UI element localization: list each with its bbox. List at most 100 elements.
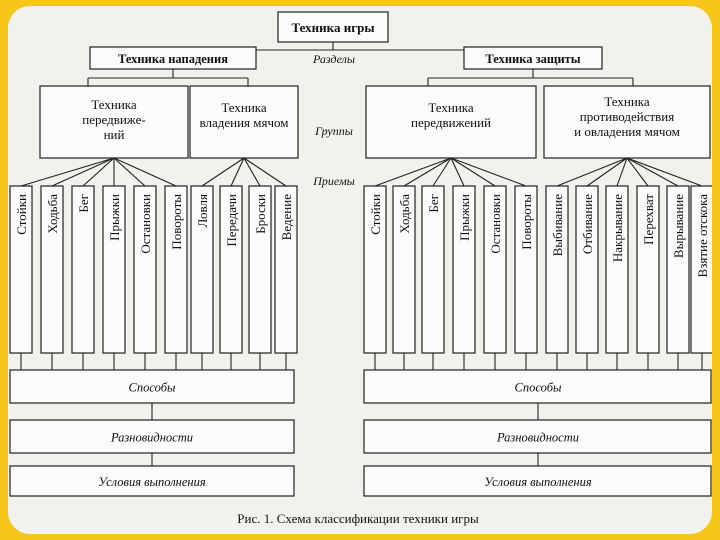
defense-move-fan-line-5 <box>450 157 527 187</box>
group-attack-ball-line-0: Техника <box>221 100 267 115</box>
defense-move-fan-line-2 <box>432 157 452 187</box>
defense-counter-technique-3-box <box>636 185 660 354</box>
group-attack-ball-line-1: владения мячом <box>200 115 289 130</box>
attack-ball-technique-2-label: Броски <box>253 194 268 234</box>
defense-move-fan-line-0 <box>374 157 452 187</box>
defense-counter-fan-line-2 <box>616 157 628 187</box>
group-defense-counter-line-0: Техника <box>604 94 650 109</box>
attack-move-technique-2-label: Бег <box>76 194 91 213</box>
defense-move-technique-0-box <box>363 185 387 354</box>
attack-ball-fan-line-1 <box>230 157 245 187</box>
defense-move-technique-3-box <box>452 185 476 354</box>
group-attack-move-box <box>39 85 189 159</box>
right-bar-conditions-label: Условия выполнения <box>484 475 592 489</box>
defense-counter-fan-line-0 <box>556 157 628 187</box>
attack-ball-technique-0-box <box>190 185 214 354</box>
group-defense-move-line-0: Техника <box>428 100 474 115</box>
defense-move-technique-3-label: Прыжки <box>457 194 472 241</box>
defense-move-fan-line-3 <box>450 157 465 187</box>
right-bar-methods-label: Способы <box>515 381 562 395</box>
left-bar-conditions-label: Условия выполнения <box>98 475 206 489</box>
section-attack-label: Техника нападения <box>118 52 228 66</box>
right-bar-varieties-label: Разновидности <box>496 431 579 445</box>
defense-move-technique-4-label: Остановки <box>488 194 503 254</box>
attack-move-fan-line-0 <box>20 157 115 187</box>
defense-counter-technique-0-label: Выбивание <box>550 194 565 257</box>
attack-ball-technique-1-label: Передачи <box>224 194 239 247</box>
left-bar-conditions <box>9 465 295 497</box>
attack-move-fan-line-5 <box>113 157 177 187</box>
attack-ball-fan-line-0 <box>201 157 245 187</box>
right-bar-conditions <box>363 465 712 497</box>
section-defense-label: Техника защиты <box>485 52 580 66</box>
attack-move-fan-line-4 <box>113 157 146 187</box>
defense-move-technique-4-box <box>483 185 507 354</box>
attack-ball-technique-3-box <box>274 185 298 354</box>
root-label: Техника игры <box>292 20 375 35</box>
defense-move-technique-5-box <box>514 185 538 354</box>
defense-counter-technique-4-label: Вырывание <box>671 194 686 258</box>
defense-counter-fan-line-3 <box>626 157 649 187</box>
defense-move-technique-0-label: Стойки <box>368 194 383 235</box>
right-bar-varieties <box>363 419 712 454</box>
defense-counter-technique-1-label: Отбивание <box>580 194 595 254</box>
defense-counter-fan-line-4 <box>626 157 679 187</box>
connector-lines <box>20 42 703 466</box>
defense-move-technique-2-box <box>421 185 445 354</box>
group-defense-move-line-1: передвижений <box>411 115 491 130</box>
attack-move-technique-4-box <box>133 185 157 354</box>
groups-caption: Группы <box>314 124 353 138</box>
attack-move-technique-2-box <box>71 185 95 354</box>
section-defense-box <box>463 46 603 70</box>
defense-counter-fan-line-1 <box>586 157 628 187</box>
defense-counter-technique-1-box <box>575 185 599 354</box>
attack-move-fan-line-1 <box>51 157 115 187</box>
defense-move-technique-5-label: Повороты <box>519 194 534 250</box>
group-defense-move-box <box>365 85 537 159</box>
attack-move-technique-4-label: Остановки <box>138 194 153 254</box>
figure-caption: Рис. 1. Схема классификации техники игры <box>237 511 479 526</box>
attack-move-technique-3-label: Прыжки <box>107 194 122 241</box>
attack-move-fan-line-2 <box>82 157 115 187</box>
defense-move-technique-1-box <box>392 185 416 354</box>
attack-ball-technique-3-label: Ведение <box>279 194 294 241</box>
attack-move-technique-3-box <box>102 185 126 354</box>
group-defense-counter-line-1: противодействия <box>580 109 674 124</box>
defense-counter-technique-5-label: Взятие отскока <box>695 194 710 278</box>
attack-move-technique-1-label: Ходьба <box>45 194 60 234</box>
attack-ball-technique-0-label: Ловля <box>195 194 210 227</box>
techniques-caption: Приемы <box>312 174 354 188</box>
section-attack-box <box>89 46 257 70</box>
left-bar-methods <box>9 369 295 404</box>
right-bar-methods <box>363 369 712 404</box>
attack-move-technique-5-box <box>164 185 188 354</box>
group-defense-counter-box <box>543 85 711 159</box>
defense-counter-technique-0-box <box>545 185 569 354</box>
defense-move-technique-2-label: Бег <box>426 194 441 213</box>
group-attack-ball-box <box>189 85 299 159</box>
left-bar-varieties-label: Разновидности <box>110 431 193 445</box>
sections-caption: Разделы <box>312 52 355 66</box>
defense-counter-technique-5-box <box>690 185 712 354</box>
root-box <box>277 11 389 43</box>
defense-move-fan-line-4 <box>450 157 496 187</box>
group-defense-counter-line-2: и овладения мячом <box>574 124 680 139</box>
group-attack-move-line-2: ний <box>104 127 125 142</box>
group-attack-move-line-1: передвиже- <box>82 112 145 127</box>
defense-counter-technique-3-label: Перехват <box>641 194 656 245</box>
defense-move-fan-line-1 <box>403 157 452 187</box>
defense-counter-technique-2-label: Накрывание <box>610 194 625 262</box>
attack-ball-fan-line-2 <box>243 157 261 187</box>
attack-move-technique-5-label: Повороты <box>169 194 184 250</box>
defense-counter-technique-4-box <box>666 185 690 354</box>
defense-counter-fan-line-5 <box>626 157 703 187</box>
defense-counter-technique-2-box <box>605 185 629 354</box>
attack-move-technique-1-box <box>40 185 64 354</box>
attack-ball-fan-line-3 <box>243 157 287 187</box>
left-bar-varieties <box>9 419 295 454</box>
attack-ball-technique-1-box <box>219 185 243 354</box>
attack-move-technique-0-label: Стойки <box>14 194 29 235</box>
